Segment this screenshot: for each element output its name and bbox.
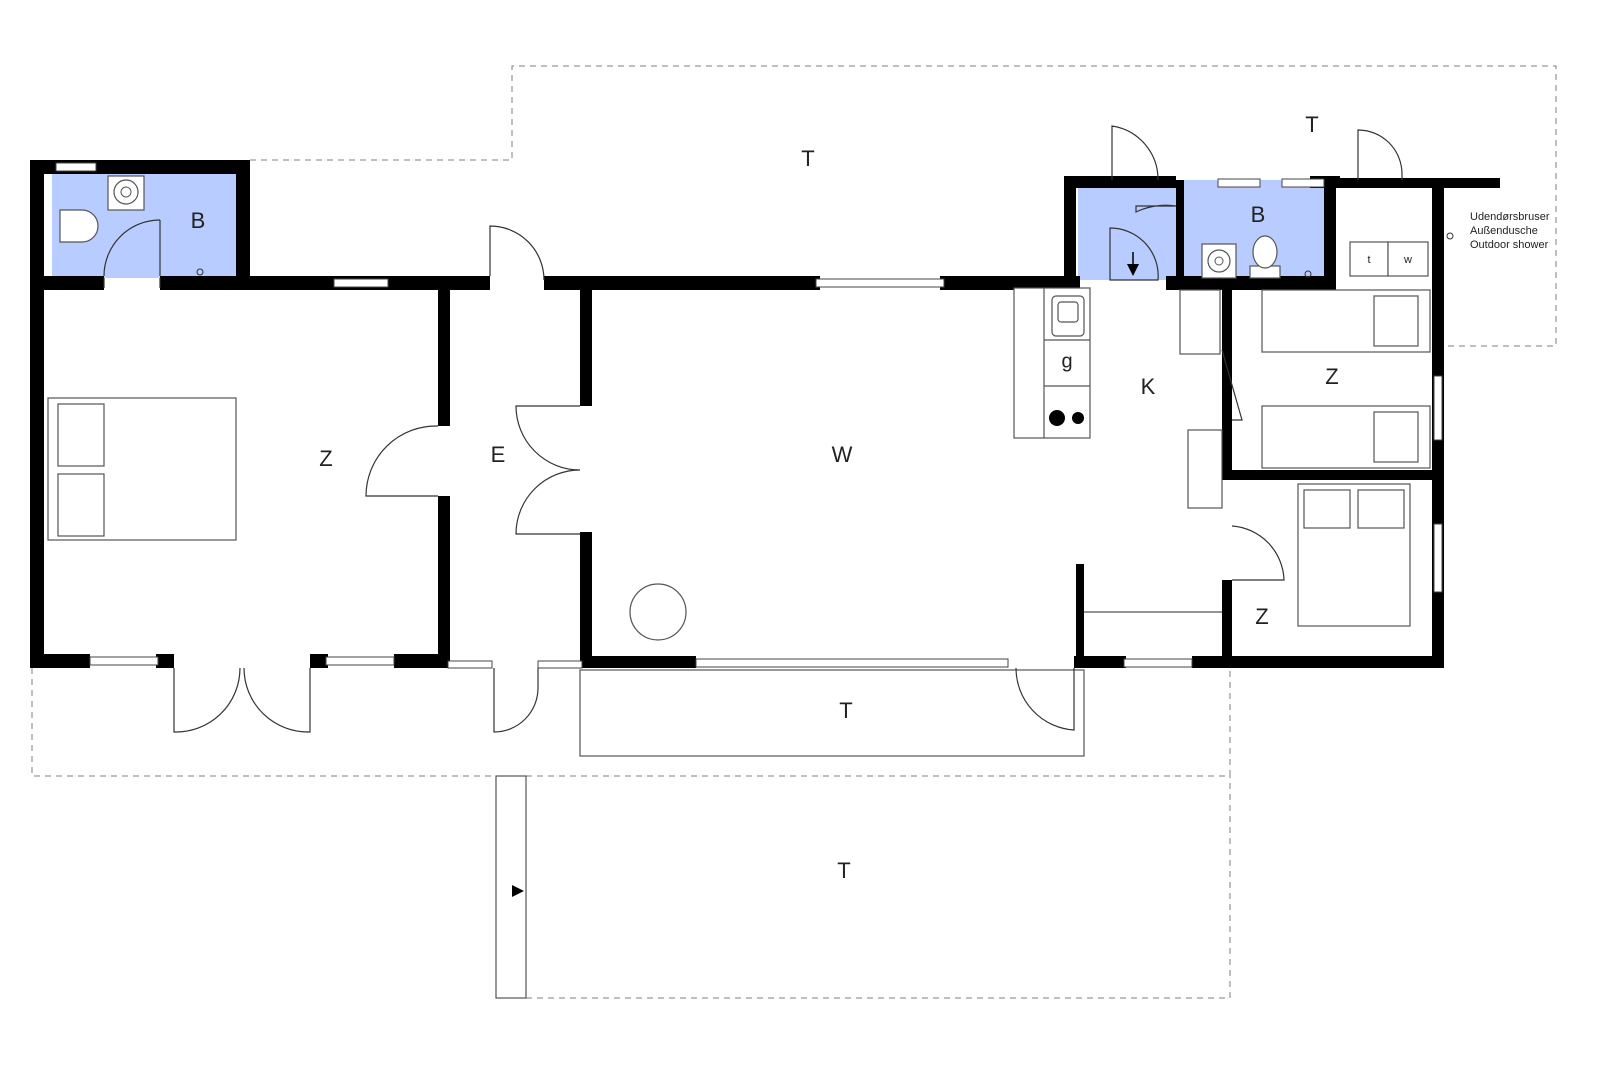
label-gas: g [1061, 350, 1072, 372]
label-bedroom-northeast: Z [1325, 364, 1338, 389]
label-dryer: t [1367, 254, 1370, 266]
label-bath-west: B [191, 208, 206, 233]
doors [103, 125, 1403, 733]
label-terrace-south: T [839, 698, 852, 723]
label-bath-east: B [1251, 202, 1266, 227]
label-terrace-garden: T [837, 858, 850, 883]
outdoor-shower-line3: Outdoor shower [1470, 239, 1549, 251]
label-washer: w [1403, 254, 1412, 266]
label-bedroom-west: Z [319, 446, 332, 471]
label-terrace-north: T [801, 146, 814, 171]
label-terrace-northeast: T [1305, 112, 1318, 137]
label-entrance: E [491, 442, 506, 467]
label-bedroom-southeast: Z [1255, 604, 1268, 629]
label-kitchen: K [1141, 374, 1156, 399]
label-living: W [832, 442, 853, 467]
outdoor-shower-line1: Udendørsbruser [1470, 211, 1550, 223]
terrace-outlines [31, 65, 1557, 999]
outdoor-shower-line2: Außendusche [1470, 225, 1538, 237]
windows [55, 162, 1443, 669]
fixtures [47, 175, 1454, 641]
